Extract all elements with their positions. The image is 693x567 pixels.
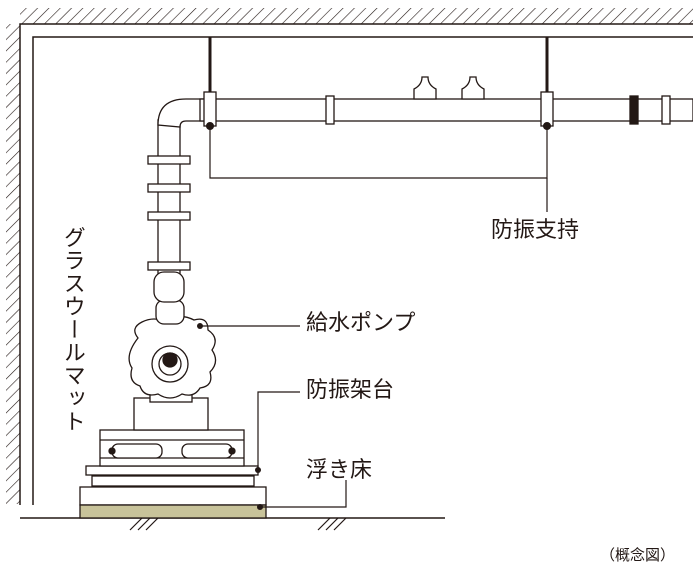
riser-flange-3 (147, 211, 191, 221)
leader-floor-dot (257, 504, 263, 510)
wall-hatch (6, 24, 20, 504)
floating-floor-mat (79, 504, 267, 519)
structure-inner-line (32, 36, 693, 505)
pipe-coupling-1 (325, 95, 335, 125)
leader-base (257, 391, 300, 470)
leader-base-dot (255, 467, 261, 473)
pump-outlet (155, 299, 185, 325)
pump-impeller-ring (158, 352, 182, 376)
leader-pump-dot (197, 323, 203, 329)
pump-motor-base (133, 397, 209, 431)
leader-lines (197, 126, 548, 510)
piping (147, 76, 693, 303)
caption-conceptual-diagram: （概念図） (600, 546, 676, 564)
label-anti-vibration-support: 防振支持 (491, 218, 580, 243)
pipe-coupling-2 (661, 95, 671, 125)
pipe-coupling-black (629, 95, 639, 125)
base-top-plate (85, 465, 259, 476)
anti-vibration-base (85, 429, 259, 487)
riser-flange-1 (147, 155, 191, 165)
spring-right (181, 443, 233, 459)
ceiling-hatch (20, 8, 693, 24)
anti-vibration-supports (203, 37, 554, 130)
floor-hatch-marks (129, 517, 347, 531)
flexible-joint (153, 271, 185, 303)
spring-left (111, 443, 163, 459)
floating-floor (79, 486, 267, 519)
valve-1 (413, 76, 437, 100)
label-anti-vibration-base: 防振架台 (306, 378, 395, 403)
label-glass-wool-mat: グラスウールマット (59, 226, 85, 433)
riser-flange-2 (147, 183, 191, 193)
building-structure (6, 8, 693, 531)
label-floating-floor: 浮き床 (306, 458, 373, 483)
structure-outer-line (19, 23, 693, 505)
label-water-supply-pump: 給水ポンプ (306, 311, 416, 336)
floating-floor-slab (79, 486, 267, 506)
water-supply-pump (128, 299, 217, 431)
leader-floor (260, 480, 347, 508)
hanger-clamp-right (540, 91, 554, 127)
pump-impeller-hub (162, 352, 178, 368)
bolt-left (108, 447, 116, 455)
leader-supports (209, 126, 548, 179)
hanger-clamp-left (203, 91, 217, 127)
base-bottom-plate (91, 475, 255, 487)
horizontal-pipe (199, 98, 693, 122)
pipe-elbow (157, 98, 207, 128)
riser-flange-4 (147, 261, 191, 271)
valve-2 (461, 76, 485, 100)
bolt-right (228, 447, 236, 455)
